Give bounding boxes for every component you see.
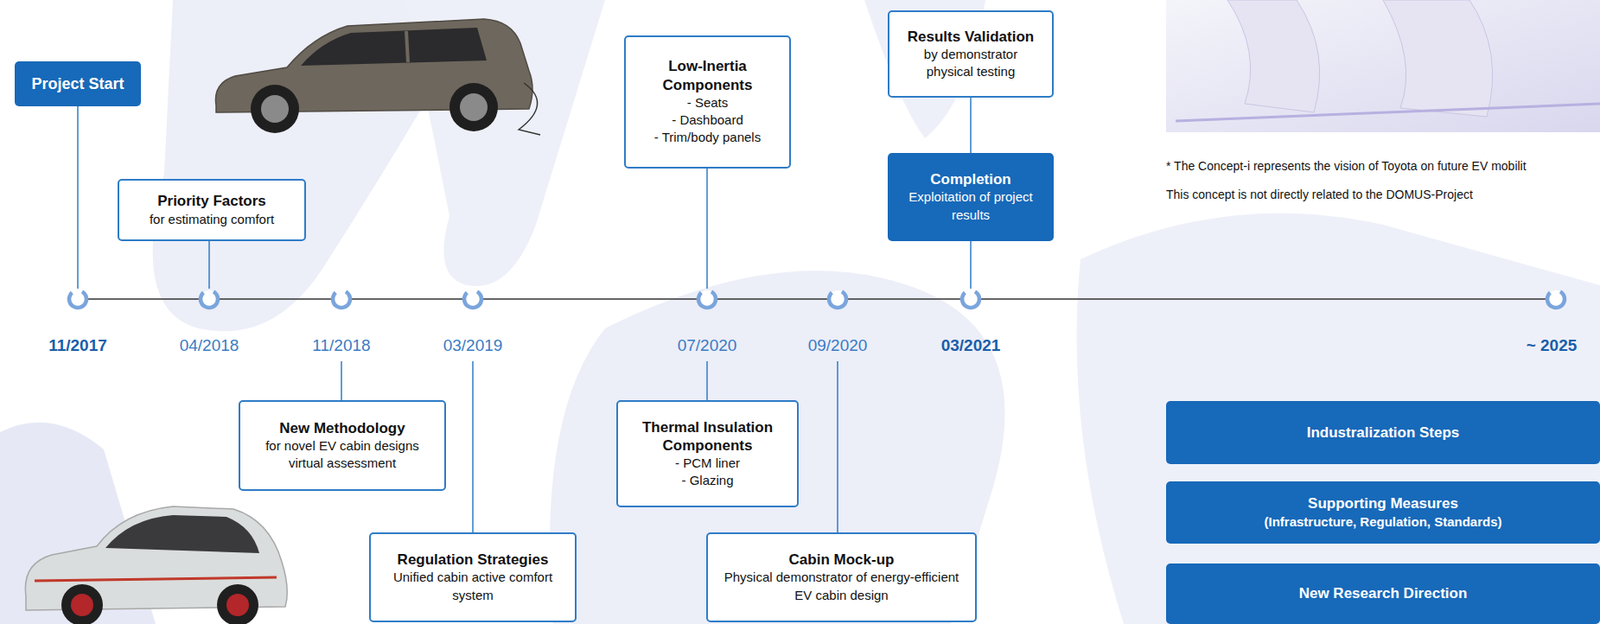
- node-text: (Infrastructure, Regulation, Standards): [1263, 513, 1502, 531]
- milestone-box: Low-Inertia Components- Seats- Dashboard…: [624, 35, 791, 169]
- timeline-marker: [825, 286, 849, 311]
- start-box: Project Start: [14, 61, 141, 107]
- car-window: [105, 515, 260, 554]
- charging-cable: [518, 82, 541, 135]
- outlook-bar: New Research Direction: [1166, 563, 1600, 624]
- node-heading: Industralization Steps: [1306, 423, 1460, 442]
- date-label: 03/2021: [941, 336, 1001, 356]
- background-shape: [549, 270, 1006, 624]
- timeline-marker: [694, 286, 719, 311]
- car-stripe: [34, 577, 277, 581]
- date-label: 03/2019: [443, 336, 504, 356]
- completion-box: CompletionExploitation of project result…: [887, 152, 1054, 242]
- node-text: by demonstrator physical testing: [899, 45, 1042, 82]
- footnote: This concept is not directly related to …: [1166, 186, 1473, 203]
- floor-glow: [1175, 103, 1600, 122]
- node-heading: Priority Factors: [157, 191, 267, 211]
- car-wheel: [61, 584, 103, 624]
- node-heading: Results Validation: [907, 27, 1034, 46]
- leader-line: [208, 241, 211, 289]
- car-rim: [226, 593, 249, 617]
- node-text: Exploitation of project results: [898, 188, 1044, 224]
- node-heading: Low-Inertia Components: [636, 57, 779, 95]
- car-wheel: [449, 82, 498, 132]
- leader-line: [706, 168, 708, 289]
- milestone-box: Thermal Insulation Components- PCM liner…: [616, 400, 799, 508]
- node-heading: Project Start: [31, 74, 124, 95]
- car-pillar: [406, 31, 408, 63]
- timeline-marker: [329, 286, 353, 311]
- node-heading: Completion: [930, 170, 1012, 189]
- leader-line: [836, 361, 839, 533]
- car-rim: [70, 593, 94, 617]
- node-heading: Regulation Strategies: [397, 550, 549, 569]
- node-heading: Thermal Insulation Components: [628, 418, 787, 456]
- node-text: Unified cabin active comfort system: [381, 568, 565, 605]
- timeline-axis: [77, 298, 1556, 300]
- background-shape: [1077, 213, 1600, 624]
- timeline-marker: [65, 286, 90, 311]
- car-wheel: [216, 584, 259, 624]
- leader-line: [969, 241, 972, 289]
- milestone-box: Cabin Mock-upPhysical demonstrator of en…: [706, 532, 977, 623]
- node-text: - Dashboard: [671, 111, 744, 129]
- node-text: - Trim/body panels: [654, 128, 761, 147]
- leader-line: [76, 106, 79, 289]
- node-text: Physical demonstrator of energy-efficien…: [718, 568, 965, 605]
- small-car-illustration: [25, 506, 287, 624]
- seat: [1383, 0, 1493, 117]
- connector: [969, 97, 972, 153]
- timeline-marker: [1543, 286, 1568, 311]
- node-text: - Glazing: [681, 471, 734, 490]
- date-label: 11/2017: [48, 336, 108, 356]
- car-rim: [261, 95, 289, 123]
- node-text: for estimating comfort: [149, 210, 275, 229]
- node-heading: New Methodology: [279, 419, 405, 438]
- date-label: 07/2020: [677, 336, 738, 356]
- milestone-box: Priority Factorsfor estimating comfort: [117, 178, 306, 242]
- footnote: * The Concept-i represents the vision of…: [1166, 158, 1527, 174]
- car-window: [300, 27, 487, 66]
- node-text: - Seats: [687, 94, 729, 112]
- interior-photo: [1166, 0, 1600, 133]
- outlook-bar: Supporting Measures(Infrastructure, Regu…: [1166, 481, 1600, 544]
- leader-line: [340, 361, 343, 401]
- car-rim: [459, 93, 488, 122]
- cabin-interior-illustration: [1166, 0, 1600, 133]
- leader-line: [706, 361, 708, 401]
- car-wheel: [250, 84, 300, 134]
- timeline: [65, 286, 1568, 311]
- date-label: 09/2020: [808, 336, 868, 356]
- node-heading: New Research Direction: [1299, 584, 1468, 603]
- date-label: ~ 2025: [1526, 336, 1578, 356]
- node-text: for novel EV cabin designs virtual asses…: [250, 437, 434, 473]
- milestone-box: New Methodologyfor novel EV cabin design…: [238, 400, 447, 491]
- node-heading: Cabin Mock-up: [789, 550, 895, 569]
- milestone-box: Regulation StrategiesUnified cabin activ…: [369, 532, 577, 623]
- timeline-marker: [460, 286, 485, 311]
- estate-car-illustration: [215, 19, 541, 135]
- date-label: 11/2018: [312, 336, 370, 356]
- date-label: 04/2018: [179, 336, 240, 356]
- milestone-box: Results Validationby demonstrator physic…: [887, 10, 1054, 98]
- timeline-marker: [197, 286, 221, 311]
- leader-line: [471, 361, 474, 533]
- timeline-marker: [958, 286, 982, 311]
- seat: [1227, 0, 1320, 113]
- node-text: - PCM liner: [675, 454, 740, 472]
- outlook-bar: Industralization Steps: [1166, 401, 1600, 465]
- node-heading: Supporting Measures: [1307, 494, 1459, 513]
